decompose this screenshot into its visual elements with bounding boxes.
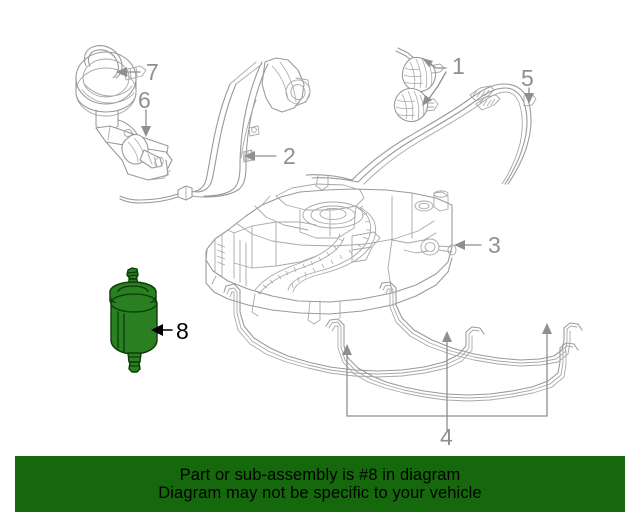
- info-banner: Part or sub-assembly is #8 in diagram Di…: [15, 456, 625, 512]
- banner-line-2: Diagram may not be specific to your vehi…: [158, 484, 482, 502]
- callout-6-number: 6: [138, 87, 151, 113]
- callout-7: 7: [116, 59, 159, 85]
- fuel-line-fittings: [469, 85, 501, 111]
- callout-4-number: 4: [440, 424, 453, 450]
- vapor-valves-part-1: [393, 47, 445, 123]
- callout-3: 3: [454, 232, 501, 258]
- callout-8-number: 8: [176, 318, 189, 344]
- callout-6: 6: [138, 87, 151, 137]
- callout-8: 8: [151, 318, 189, 344]
- banner-line-1: Part or sub-assembly is #8 in diagram: [179, 465, 461, 484]
- callout-1-number: 1: [452, 53, 465, 79]
- callout-1: 1: [422, 53, 465, 106]
- callout-5-number: 5: [521, 65, 534, 91]
- filler-neck-part-2: [119, 57, 311, 204]
- callout-3-number: 3: [488, 232, 501, 258]
- fuel-pump-part-7: [75, 45, 147, 137]
- callout-7-number: 7: [146, 59, 159, 85]
- callout-5: 5: [521, 65, 534, 104]
- pump-bracket-part-6: [95, 125, 173, 181]
- callout-4: 4: [342, 323, 552, 450]
- fuel-tank-straps-part-4: [223, 281, 583, 402]
- fuel-filter-part-8-highlighted: [109, 267, 158, 373]
- callout-2: 2: [244, 143, 296, 169]
- fuel-lines-part-5: [305, 83, 537, 191]
- callout-2-number: 2: [283, 143, 296, 169]
- fuel-tank-part-3: [205, 183, 457, 325]
